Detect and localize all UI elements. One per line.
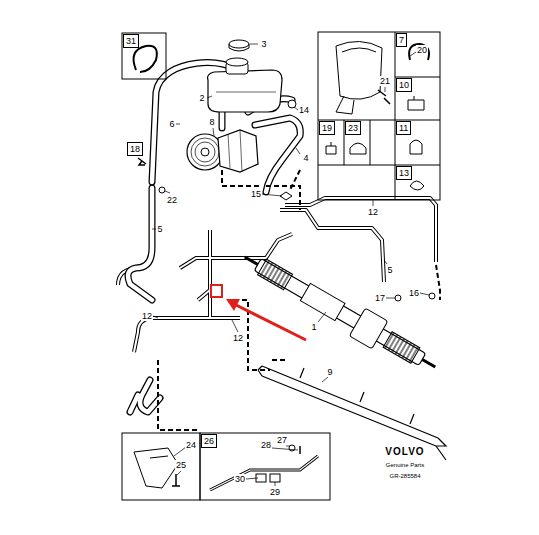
callout-number: 23 [348, 123, 358, 133]
callout-number: 30 [234, 474, 246, 484]
callout-number: 25 [175, 460, 187, 470]
callout-number: 20 [416, 45, 428, 55]
callout-box: 13 [396, 166, 412, 180]
callout-number: 5 [156, 224, 163, 234]
callout-number: 21 [379, 76, 391, 86]
callout-number: 31 [126, 36, 136, 46]
callout-number: 10 [399, 80, 409, 90]
callout-number: 27 [276, 435, 288, 445]
callout-box: 26 [201, 434, 217, 448]
callout-number: 12 [367, 207, 379, 217]
callout-number: 3 [260, 39, 267, 49]
callout-number: 15 [250, 189, 262, 199]
callout-box: 10 [396, 78, 412, 92]
callout-box: 7 [396, 33, 407, 47]
callout-number: 8 [208, 117, 215, 127]
callout-number: 7 [399, 35, 404, 45]
callout-number: 4 [302, 153, 309, 163]
callout-number: 1 [310, 322, 317, 332]
brand-text: Genuine Parts [385, 460, 425, 470]
callout-number: 14 [298, 105, 310, 115]
callout-number: 18 [130, 144, 140, 154]
callout-number: 12 [232, 333, 244, 343]
callout-number: 2 [198, 93, 205, 103]
callout-number: 26 [204, 436, 214, 446]
callout-number: 28 [260, 440, 272, 450]
callout-box: 18 [127, 142, 143, 156]
callout-box: 19 [319, 121, 335, 135]
brand-text: VOLVO [384, 447, 425, 457]
callout-number: 22 [166, 195, 178, 205]
callout-number: 9 [326, 367, 333, 377]
callout-number: 17 [374, 293, 386, 303]
callout-box: 23 [345, 121, 361, 135]
brand-text: GR-285584 [388, 471, 421, 481]
callout-number: 6 [168, 119, 175, 129]
callout-number: 5 [386, 265, 393, 275]
callout-number: 16 [408, 288, 420, 298]
callout-number: 29 [269, 487, 281, 497]
callout-number: 12 [141, 311, 153, 321]
callout-box: 11 [396, 121, 411, 135]
callout-box: 31 [123, 34, 139, 48]
callout-number: 13 [399, 168, 409, 178]
callout-number: 19 [322, 123, 332, 133]
callout-number: 24 [185, 440, 197, 450]
callout-number: 11 [399, 123, 408, 133]
